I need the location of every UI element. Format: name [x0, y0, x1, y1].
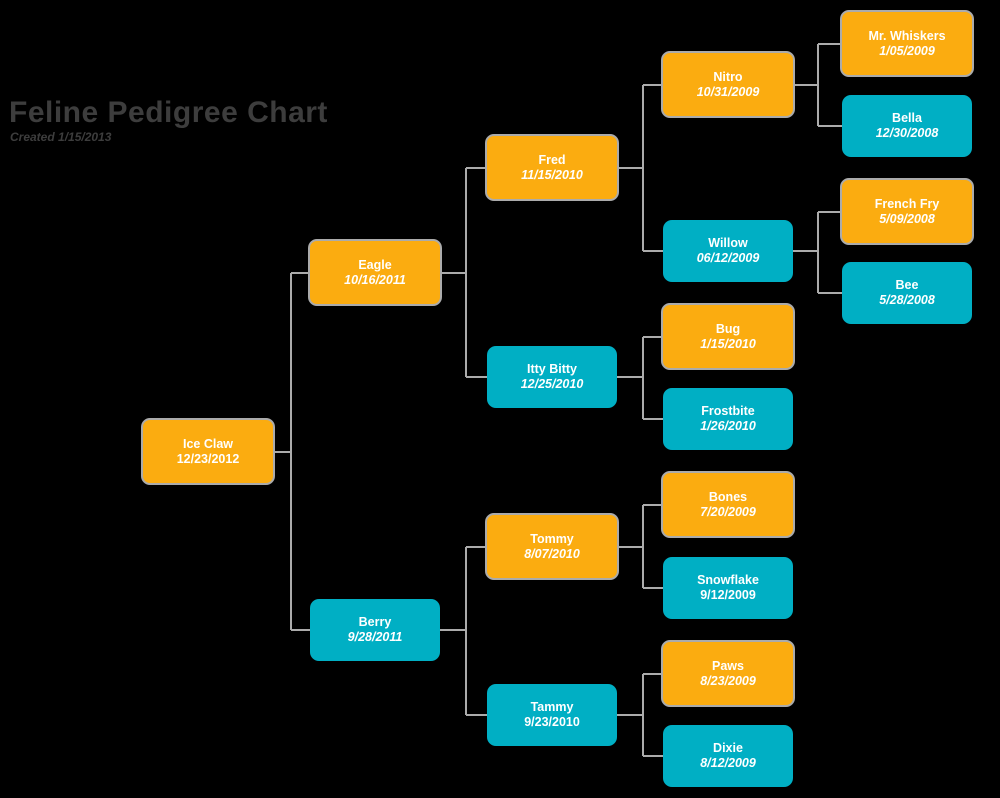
node-name: Dixie — [713, 741, 743, 755]
node-date: 9/28/2011 — [347, 630, 403, 644]
node-date: 10/16/2011 — [344, 272, 406, 287]
node-date: 1/26/2010 — [700, 419, 756, 433]
node-date: 9/12/2009 — [700, 588, 756, 602]
node-name: Itty Bitty — [527, 362, 577, 376]
node-french-fry[interactable]: French Fry 5/09/2008 — [840, 178, 974, 245]
page-title: Feline Pedigree Chart — [9, 96, 328, 129]
node-date: 9/23/2010 — [524, 715, 580, 729]
node-bee[interactable]: Bee 5/28/2008 — [842, 262, 972, 324]
node-name: Bee — [895, 278, 919, 292]
page-subtitle: Created 1/15/2013 — [10, 130, 112, 144]
node-name: Bones — [708, 489, 748, 504]
node-date: 12/30/2008 — [875, 126, 939, 140]
node-name: Willow — [708, 236, 748, 250]
node-name: Bella — [892, 111, 922, 125]
node-itty-bitty[interactable]: Itty Bitty 12/25/2010 — [487, 346, 617, 408]
connector-tammy-children — [617, 673, 663, 757]
connector-fred-children — [619, 84, 663, 252]
node-name: Bug — [715, 321, 741, 336]
node-name: Tommy — [530, 531, 574, 546]
node-tommy[interactable]: Tommy 8/07/2010 — [485, 513, 619, 580]
node-dixie[interactable]: Dixie 8/12/2009 — [663, 725, 793, 787]
node-berry[interactable]: Berry 9/28/2011 — [310, 599, 440, 661]
node-date: 1/05/2009 — [879, 43, 935, 58]
node-date: 1/15/2010 — [700, 336, 756, 351]
connector-tommy-children — [619, 504, 663, 589]
node-eagle[interactable]: Eagle 10/16/2011 — [308, 239, 442, 306]
node-date: 8/23/2009 — [700, 673, 756, 688]
node-name: Paws — [712, 658, 744, 673]
node-date: 5/28/2008 — [879, 293, 935, 307]
connector-eagle-children — [442, 167, 487, 378]
node-name: French Fry — [874, 196, 940, 211]
node-date: 06/12/2009 — [696, 251, 760, 265]
node-name: Frostbite — [701, 404, 755, 418]
connector-willow-children — [793, 211, 842, 294]
node-date: 5/09/2008 — [879, 211, 935, 226]
node-bones[interactable]: Bones 7/20/2009 — [661, 471, 795, 538]
node-fred[interactable]: Fred 11/15/2010 — [485, 134, 619, 201]
node-ice-claw[interactable]: Ice Claw 12/23/2012 — [141, 418, 275, 485]
connector-ice-claw-children — [275, 272, 310, 631]
node-frostbite[interactable]: Frostbite 1/26/2010 — [663, 388, 793, 450]
node-name: Ice Claw — [182, 436, 234, 451]
node-mr-whiskers[interactable]: Mr. Whiskers 1/05/2009 — [840, 10, 974, 77]
node-bug[interactable]: Bug 1/15/2010 — [661, 303, 795, 370]
node-name: Nitro — [713, 69, 743, 84]
node-name: Fred — [538, 152, 566, 167]
node-date: 11/15/2010 — [521, 167, 583, 182]
node-nitro[interactable]: Nitro 10/31/2009 — [661, 51, 795, 118]
node-name: Berry — [358, 615, 392, 629]
node-willow[interactable]: Willow 06/12/2009 — [663, 220, 793, 282]
node-date: 8/07/2010 — [524, 546, 580, 561]
node-date: 7/20/2009 — [700, 504, 756, 519]
node-name: Snowflake — [697, 573, 759, 587]
connector-berry-children — [440, 546, 487, 716]
connector-itty-bitty-children — [617, 336, 663, 420]
node-name: Mr. Whiskers — [868, 28, 946, 43]
node-paws[interactable]: Paws 8/23/2009 — [661, 640, 795, 707]
node-name: Eagle — [358, 257, 392, 272]
node-tammy[interactable]: Tammy 9/23/2010 — [487, 684, 617, 746]
node-date: 8/12/2009 — [700, 756, 756, 770]
node-date: 12/23/2012 — [176, 451, 240, 466]
node-date: 10/31/2009 — [696, 84, 760, 99]
node-snowflake[interactable]: Snowflake 9/12/2009 — [663, 557, 793, 619]
connector-nitro-children — [795, 43, 842, 127]
node-bella[interactable]: Bella 12/30/2008 — [842, 95, 972, 157]
node-name: Tammy — [530, 700, 574, 714]
node-date: 12/25/2010 — [520, 377, 584, 391]
